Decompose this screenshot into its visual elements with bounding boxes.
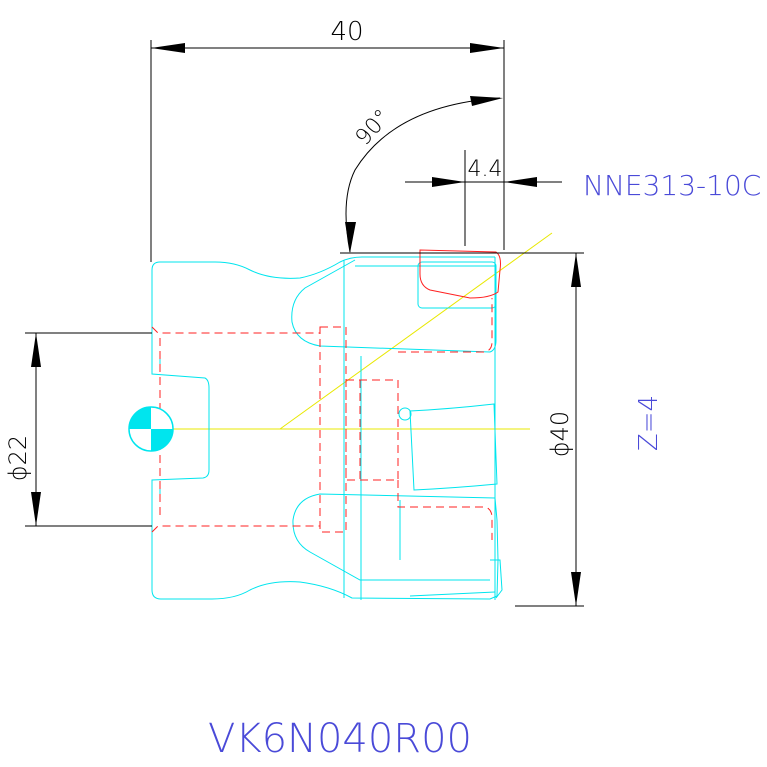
dim-width-label: 40: [330, 17, 363, 47]
dim-dia22-label: ϕ22: [4, 435, 32, 481]
hidden-bore-bottom: [151, 525, 320, 533]
hidden-screw-body: [345, 379, 399, 481]
arrow-offset-left: [432, 177, 465, 187]
arrow-dia40-top: [571, 253, 581, 287]
teeth-count-label: Z=4: [634, 395, 664, 451]
top-notch: [160, 256, 495, 279]
arrow-angle-bottom: [345, 222, 356, 253]
marker-quadrant-br: [151, 429, 173, 451]
hidden-counterbore: [319, 326, 347, 533]
arrow-dia22-bottom: [31, 492, 41, 526]
dim-dia40-label: ϕ40: [546, 411, 574, 457]
dim-angle-label: 90°: [351, 105, 396, 151]
lower-slot: [292, 493, 496, 581]
hidden-lines: [151, 249, 501, 540]
center-marker-icon: [128, 406, 174, 452]
hidden-bore-top: [151, 326, 320, 334]
arrow-offset-right: [504, 177, 537, 187]
insert-screw-hole: [398, 407, 412, 421]
lower-right-step: [490, 559, 503, 599]
center-insert: [409, 403, 498, 491]
hidden-slot-lower: [397, 480, 493, 540]
arrowheads: [31, 43, 581, 606]
diagonal-axis: [279, 232, 553, 430]
insert-seat-top: [417, 261, 497, 309]
arrow-width-left: [151, 43, 185, 53]
cutter-body-outline: [151, 256, 503, 600]
dim-offset-label: 4.4: [468, 157, 503, 182]
lower-right-step-2: [409, 591, 496, 597]
part-number-label: VK6N040R00: [208, 716, 472, 762]
upper-slot: [291, 259, 497, 353]
arrow-dia40-bottom: [571, 572, 581, 606]
hidden-slot-upper: [398, 298, 493, 353]
insert-edge-top: [419, 249, 501, 299]
angle-arc: [345, 97, 501, 253]
marker-quadrant-tl: [129, 407, 151, 429]
arrow-angle-top: [470, 96, 503, 106]
arrow-width-right: [470, 43, 504, 53]
arrow-dia22-top: [31, 333, 41, 367]
dimension-lines: [25, 40, 584, 607]
body-outline: [151, 261, 499, 600]
insert-code-label: NNE313-10C: [583, 169, 761, 202]
center-lines: [170, 232, 553, 430]
